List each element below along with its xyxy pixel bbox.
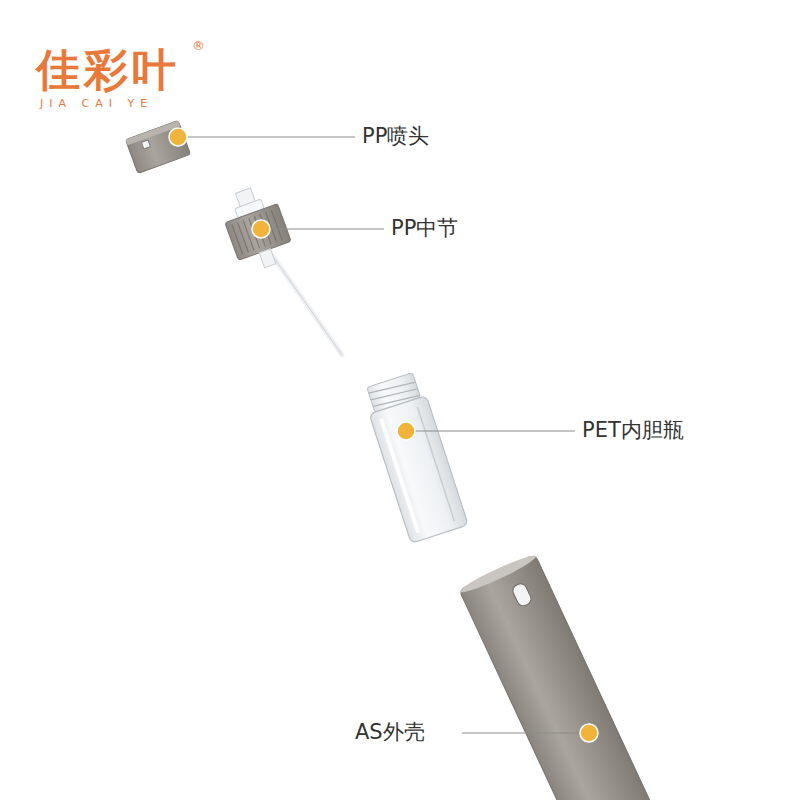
dip-tube-edge bbox=[272, 255, 342, 355]
registered-mark: ® bbox=[192, 38, 205, 54]
leader-lines bbox=[186, 137, 581, 733]
inner-bottle bbox=[361, 371, 468, 544]
collar-part bbox=[217, 181, 297, 275]
part-name: AS外壳 bbox=[355, 720, 425, 745]
part-name: PP中节 bbox=[391, 216, 458, 241]
brand-logo: 佳彩叶 bbox=[36, 44, 180, 97]
outer-shell bbox=[458, 552, 654, 800]
nozzle-part bbox=[126, 121, 191, 174]
part-name: PP喷头 bbox=[362, 124, 429, 149]
dip-tube bbox=[272, 255, 342, 355]
brand-pinyin: JIA CAI YE bbox=[40, 97, 153, 110]
part-name: PET内胆瓶 bbox=[582, 418, 684, 443]
callout-dots bbox=[169, 128, 598, 742]
